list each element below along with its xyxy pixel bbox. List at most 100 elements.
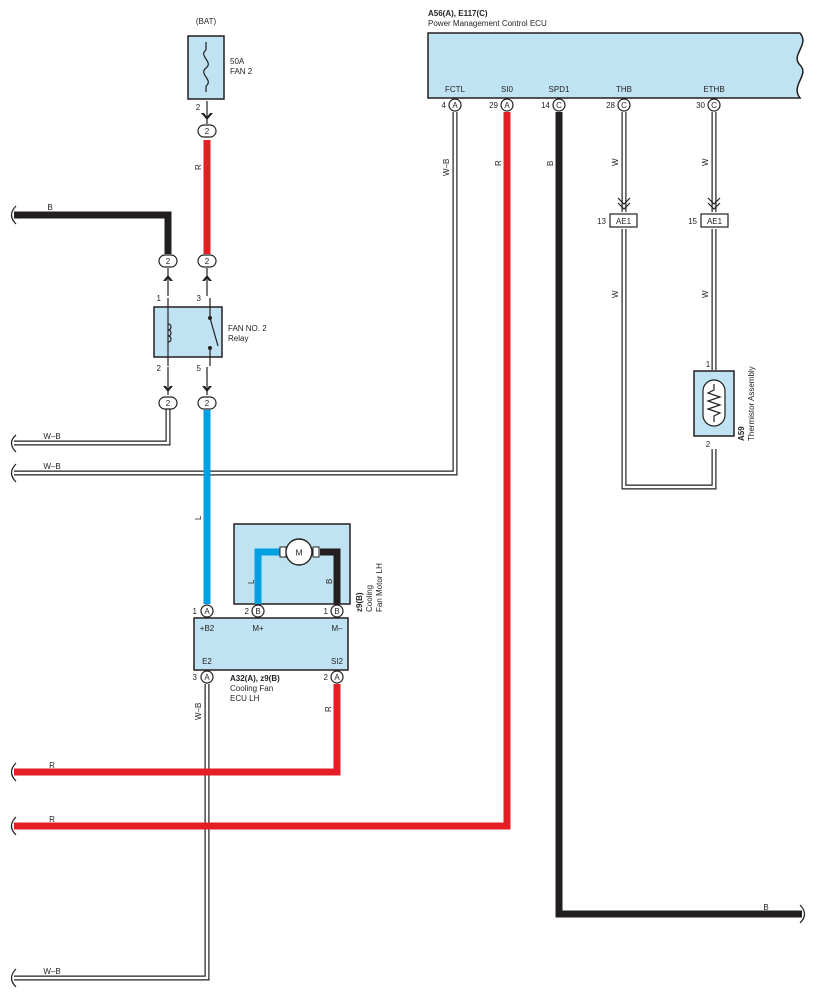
fan-ecu-pin-2a: 2	[324, 673, 329, 682]
pm-ecu-terminal-spd1: C	[552, 98, 566, 112]
wire-label-e2-wb: W–B	[194, 703, 203, 720]
junction-relay-bottom-right: 2	[197, 396, 217, 410]
fan-ecu-si2-label: SI2	[331, 657, 344, 666]
svg-text:B: B	[255, 607, 260, 616]
fan-ecu-mminus-label: M–	[331, 624, 343, 633]
fan-ecu-terminal-e2: A	[200, 670, 214, 684]
fuse-pin: 2	[196, 103, 201, 112]
relay-pin-1: 1	[157, 294, 162, 303]
svg-text:2: 2	[166, 257, 171, 266]
pm-ecu-pin-14: 14	[541, 101, 550, 110]
svg-text:C: C	[556, 101, 562, 110]
motor-name-line1: Cooling	[365, 585, 374, 612]
fan-ecu-e2-label: E2	[202, 657, 212, 666]
wire-break-marks	[10, 205, 806, 988]
junction-fuse: 2	[197, 124, 217, 138]
pm-ecu-pin-30: 30	[696, 101, 705, 110]
wire-label-ae1-15-below: W	[701, 290, 710, 298]
wire-label-fuse-r: R	[194, 164, 203, 170]
pm-ecu-thb-label: THB	[616, 85, 632, 94]
wire-r-si0	[14, 112, 511, 830]
wire-label-si2-r: R	[324, 706, 333, 712]
wire-label-relay-wb: W–B	[43, 432, 60, 441]
pm-ecu-si0-label: SI0	[501, 85, 514, 94]
relay-pin-5: 5	[197, 364, 202, 373]
wire-label-ethb-vertical: W	[701, 158, 710, 166]
arrow-markers	[163, 113, 213, 392]
pm-ecu-terminal-fctl: A	[448, 98, 462, 112]
wire-label-bottom-wb: W–B	[43, 967, 60, 976]
fuse-name: FAN 2	[230, 67, 253, 76]
svg-text:2: 2	[205, 257, 210, 266]
ae1-connector-15: AE1 15	[688, 213, 729, 228]
svg-text:A: A	[204, 607, 210, 616]
svg-text:C: C	[711, 101, 717, 110]
fan-ecu-pin-1a: 1	[193, 607, 198, 616]
thermistor-pin-1: 1	[706, 360, 711, 369]
wire-label-thb-vertical: W	[611, 158, 620, 166]
fan-ecu-pin-3a: 3	[193, 673, 198, 682]
pm-ecu-codes: A56(A), E117(C)	[428, 9, 488, 18]
relay-name: FAN NO. 2	[228, 324, 267, 333]
fan-ecu-terminal-mplus: B	[251, 604, 265, 618]
fan-ecu-mplus-label: M+	[252, 624, 264, 633]
wire-label-fctl-wb: W–B	[43, 462, 60, 471]
pm-ecu-name: Power Management Control ECU	[428, 19, 547, 28]
pm-ecu-box	[427, 32, 804, 99]
thermistor-name: Thermistor Assembly	[747, 366, 756, 441]
pm-ecu-spd1-label: SPD1	[549, 85, 570, 94]
wire-b-top	[14, 211, 172, 254]
battery-label: (BAT)	[196, 17, 217, 26]
wire-l-motor	[254, 548, 282, 604]
wire-w-thb	[621, 112, 717, 490]
svg-text:AE1: AE1	[707, 217, 723, 226]
pm-ecu-terminal-si0: A	[500, 98, 514, 112]
fan-ecu-pin-2b: 2	[245, 607, 250, 616]
junction-relay-top-left: 2	[158, 254, 178, 268]
svg-text:2: 2	[166, 399, 171, 408]
fan-ecu-terminal-si2: A	[330, 670, 344, 684]
svg-text:AE1: AE1	[616, 217, 632, 226]
svg-text:2: 2	[205, 399, 210, 408]
wire-label-relay-l: L	[194, 515, 203, 520]
motor-m-label: M	[295, 548, 302, 558]
wire-label-spd1-vertical: B	[546, 161, 555, 166]
wire-label-left-r2: R	[49, 815, 55, 824]
pm-ecu-pin-4: 4	[442, 101, 447, 110]
relay-type: Relay	[228, 334, 248, 343]
wire-b-motor	[320, 548, 341, 604]
motor-wire-b-label: B	[325, 579, 334, 584]
wire-label-top-b: B	[47, 203, 52, 212]
motor-symbol: M	[279, 538, 320, 566]
relay-pin-3: 3	[197, 294, 202, 303]
fan-ecu-terminal-mminus: B	[330, 604, 344, 618]
motor-name-line2: Fan Motor LH	[375, 563, 384, 612]
svg-text:B: B	[334, 607, 339, 616]
ae1-connector-13: AE1 13	[597, 213, 638, 228]
pm-ecu-pin-29: 29	[489, 101, 498, 110]
fan-ecu-b2-label: +B2	[200, 624, 215, 633]
junction-relay-top-right: 2	[197, 254, 217, 268]
wire-label-fctl-vertical: W–B	[442, 159, 451, 176]
fuse-box	[187, 35, 225, 100]
fan-ecu-box	[193, 617, 349, 671]
fan-ecu-terminal-b2: A	[200, 604, 214, 618]
motor-code: z9(B)	[355, 592, 364, 612]
wire-label-left-r1: R	[49, 761, 55, 770]
svg-text:A: A	[504, 101, 510, 110]
thermistor-pin-2: 2	[706, 440, 711, 449]
pm-ecu-pin-28: 28	[606, 101, 615, 110]
junction-relay-bottom-left: 2	[158, 396, 178, 410]
fan-ecu-name-line1: Cooling Fan	[230, 684, 273, 693]
svg-text:A: A	[204, 673, 210, 682]
fan-ecu-pin-1b: 1	[324, 607, 329, 616]
thermistor-code: A59	[737, 426, 746, 441]
pm-ecu-ethb-label: ETHB	[703, 85, 724, 94]
relay-pin-2: 2	[157, 364, 162, 373]
wire-label-si0-vertical: R	[494, 160, 503, 166]
wire-wb-fctl	[14, 112, 458, 476]
thermistor-box	[693, 370, 735, 437]
svg-text:C: C	[621, 101, 627, 110]
fan-ecu-codes: A32(A), z9(B)	[230, 674, 280, 683]
ae1-arrows	[617, 197, 721, 210]
